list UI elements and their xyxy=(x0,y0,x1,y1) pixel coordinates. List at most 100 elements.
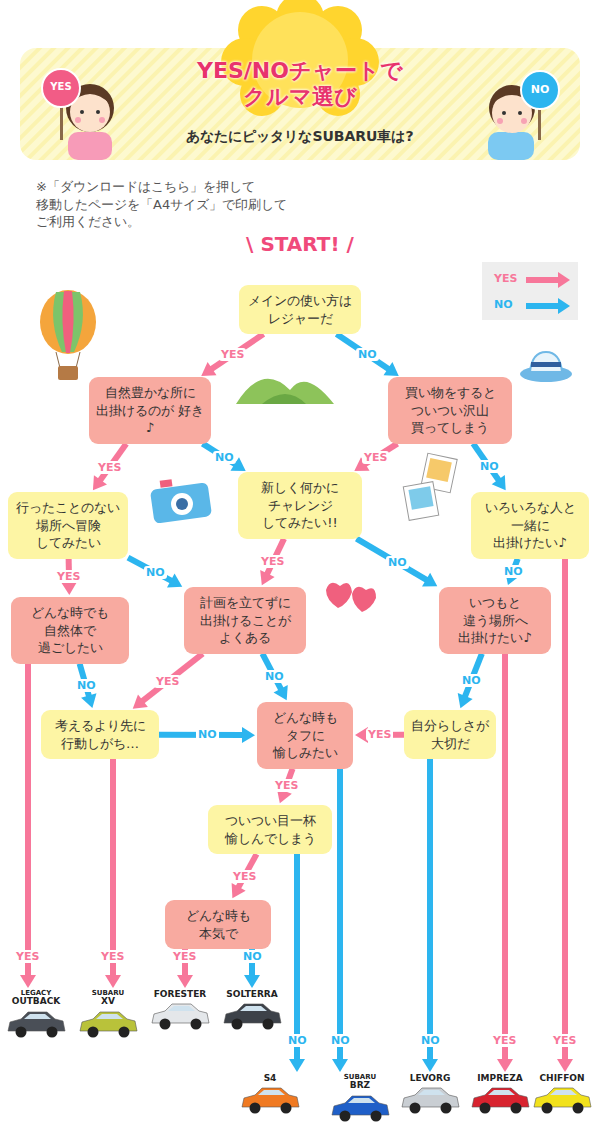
car-wheel xyxy=(441,1103,452,1114)
hat xyxy=(520,352,572,382)
car-node: LEVORG xyxy=(399,1074,461,1115)
car-name: CHIFFON xyxy=(531,1074,593,1083)
car-name: SOLTERRA xyxy=(221,990,283,999)
box-text: 新しく何かに チャレンジ してみたい!! xyxy=(244,479,356,532)
connector-arrow xyxy=(128,558,182,588)
connector-arrow xyxy=(20,664,36,988)
edge-label: NO xyxy=(75,679,98,692)
connector-arrow xyxy=(159,727,255,743)
arrowhead xyxy=(557,1059,573,1072)
edge-label: NO xyxy=(356,348,379,361)
car-illustration xyxy=(221,999,283,1031)
car-body xyxy=(534,1088,591,1107)
arrowhead xyxy=(167,573,182,587)
car-node: SUBARUBRZ xyxy=(329,1074,391,1123)
car-body xyxy=(224,1004,281,1023)
question-box-yellow: 自分らしさが 大切だ xyxy=(404,710,496,759)
arrowhead xyxy=(274,685,288,700)
car-name: FORESTER xyxy=(149,990,211,999)
arrowhead xyxy=(177,975,193,988)
box-text: いろいろな人と 一緒に 出掛けたい♪ xyxy=(477,499,583,552)
edge-label: YES xyxy=(219,348,246,361)
question-box-pink: 自然豊かな所に 出掛けるのが 好き♪ xyxy=(89,377,211,444)
edge-label: YES xyxy=(362,451,389,464)
connector-arrow xyxy=(201,334,263,376)
edge-label: YES xyxy=(231,870,258,883)
car-wheel xyxy=(88,1026,99,1037)
car-illustration xyxy=(77,1007,139,1039)
car-illustration xyxy=(531,1083,593,1115)
box-text: いつもと 違う場所へ 出掛けたい♪ xyxy=(445,594,545,647)
car-body xyxy=(472,1088,529,1107)
arrowhead xyxy=(81,693,96,708)
edge-label: NO xyxy=(213,451,236,464)
sign-text: YES xyxy=(43,81,79,92)
edge-label: NO xyxy=(386,556,409,569)
connector-line xyxy=(110,759,116,977)
edge-label: YES xyxy=(154,675,181,688)
car-node: SUBARUXV xyxy=(77,990,139,1039)
connector-line xyxy=(210,334,263,370)
car-window xyxy=(168,1006,195,1011)
car-node: IMPREZA xyxy=(469,1074,531,1115)
car-name: LEVORG xyxy=(399,1074,461,1083)
start-label: \ START! / xyxy=(200,232,400,256)
connector-line xyxy=(337,769,343,1061)
car-body xyxy=(152,1004,209,1023)
arrowhead xyxy=(260,570,274,585)
arrowhead xyxy=(289,1059,305,1072)
car-window xyxy=(24,1014,51,1019)
box-text: ついつい目一杯 愉しんでしまう xyxy=(214,812,326,847)
car-body xyxy=(242,1088,299,1107)
header-panel xyxy=(20,48,580,160)
edge-label: YES xyxy=(96,461,123,474)
question-box-pink: 計画を立てずに 出掛けることが よくある xyxy=(184,587,306,654)
car-wheel xyxy=(47,1026,58,1037)
car-illustration xyxy=(5,1007,67,1039)
legend-swatch xyxy=(526,272,570,288)
connector-line xyxy=(25,664,31,977)
car-name: S4 xyxy=(239,1074,301,1083)
sign-text: NO xyxy=(522,83,558,96)
box-text: どんな時でも 自然体で 過ごしたい xyxy=(17,604,123,657)
edge-label: YES xyxy=(171,950,198,963)
arrowhead xyxy=(332,1059,348,1072)
edge-label: YES xyxy=(491,1034,518,1047)
car-wheel xyxy=(410,1103,421,1114)
legend-row: YES xyxy=(490,270,574,290)
connector-arrow xyxy=(458,654,482,708)
car-wheel xyxy=(371,1110,382,1121)
arrowhead xyxy=(492,475,506,490)
arrowhead xyxy=(232,883,246,898)
edge-label: YES xyxy=(55,570,82,583)
connector-line xyxy=(128,558,173,582)
question-box-yellow: 考えるより先に 行動しがち… xyxy=(41,710,159,759)
car-wheel xyxy=(16,1026,27,1037)
car-node: CHIFFON xyxy=(531,1074,593,1115)
edge-label: NO xyxy=(478,460,501,473)
edge-label: YES xyxy=(366,728,393,741)
legend-row: NO xyxy=(490,296,574,316)
connector-line xyxy=(502,654,508,1061)
car-wheel xyxy=(263,1019,274,1030)
car-window xyxy=(550,1090,577,1095)
legend-swatch xyxy=(526,298,570,314)
edge-label: NO xyxy=(144,566,167,579)
car-wheel xyxy=(250,1103,261,1114)
car-window xyxy=(418,1090,445,1095)
question-box-yellow: メインの使い方は レジャーだ xyxy=(239,285,361,334)
car-name: BRZ xyxy=(329,1081,391,1090)
arrowhead xyxy=(422,1059,438,1072)
connector-arrow xyxy=(354,444,397,471)
car-wheel xyxy=(160,1019,171,1030)
mountains xyxy=(236,379,334,404)
car-wheel xyxy=(511,1103,522,1114)
connector-arrow xyxy=(473,444,505,491)
car-name: LEGACY xyxy=(5,990,67,997)
edge-label: YES xyxy=(273,779,300,792)
legend-arrow xyxy=(526,298,570,314)
subtitle: あなたにピッタリなSUBARU車は? xyxy=(150,128,450,146)
edge-label: NO xyxy=(263,670,286,683)
car-wheel xyxy=(340,1110,351,1121)
connector-arrow xyxy=(262,654,287,701)
